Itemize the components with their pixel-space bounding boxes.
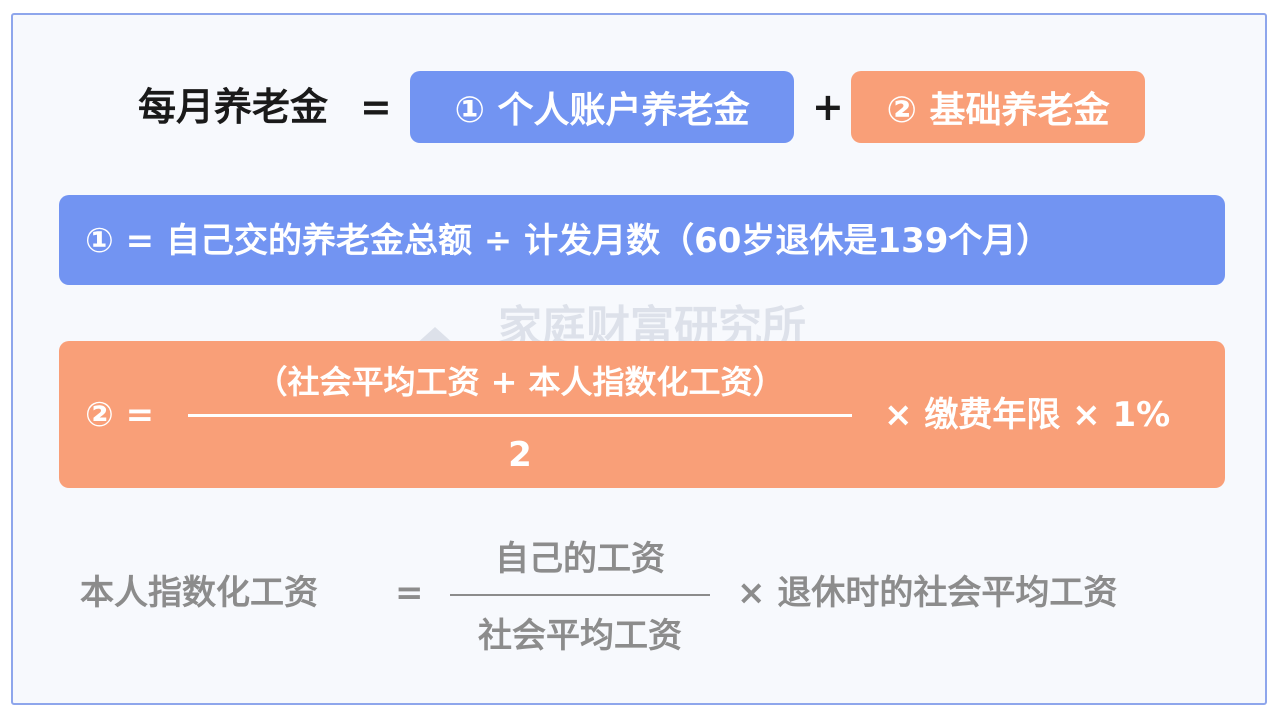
basic-pension-label: ② 基础养老金 bbox=[886, 90, 1110, 131]
formula1-text: ① = 自己交的养老金总额 ÷ 计发月数（60岁退休是139个月） bbox=[85, 221, 1051, 261]
formula1-bar bbox=[59, 195, 1225, 285]
indexed-wage-fraction-line bbox=[450, 594, 710, 596]
basic-pension-pill: ② 基础养老金 bbox=[851, 71, 1145, 143]
personal-account-pension-pill: ① 个人账户养老金 bbox=[410, 71, 794, 143]
formula2-fraction-line bbox=[188, 414, 852, 417]
row1-plus: + bbox=[812, 85, 844, 129]
formula2-suffix: × 缴费年限 × 1% bbox=[884, 395, 1171, 435]
formula2-numerator: （社会平均工资 + 本人指数化工资） bbox=[255, 363, 785, 401]
monthly-pension-label: 每月养老金 bbox=[138, 85, 329, 129]
indexed-wage-denominator: 社会平均工资 bbox=[478, 616, 682, 656]
formula2-denominator: 2 bbox=[508, 435, 532, 475]
personal-account-pension-label: ① 个人账户养老金 bbox=[454, 90, 750, 131]
indexed-wage-numerator: 自己的工资 bbox=[495, 539, 665, 579]
row1-equals: = bbox=[360, 85, 392, 129]
formula2-prefix: ② = bbox=[85, 395, 155, 435]
row4-equals: = bbox=[395, 573, 424, 613]
indexed-wage-suffix: × 退休时的社会平均工资 bbox=[737, 573, 1118, 613]
indexed-wage-label: 本人指数化工资 bbox=[80, 573, 318, 613]
